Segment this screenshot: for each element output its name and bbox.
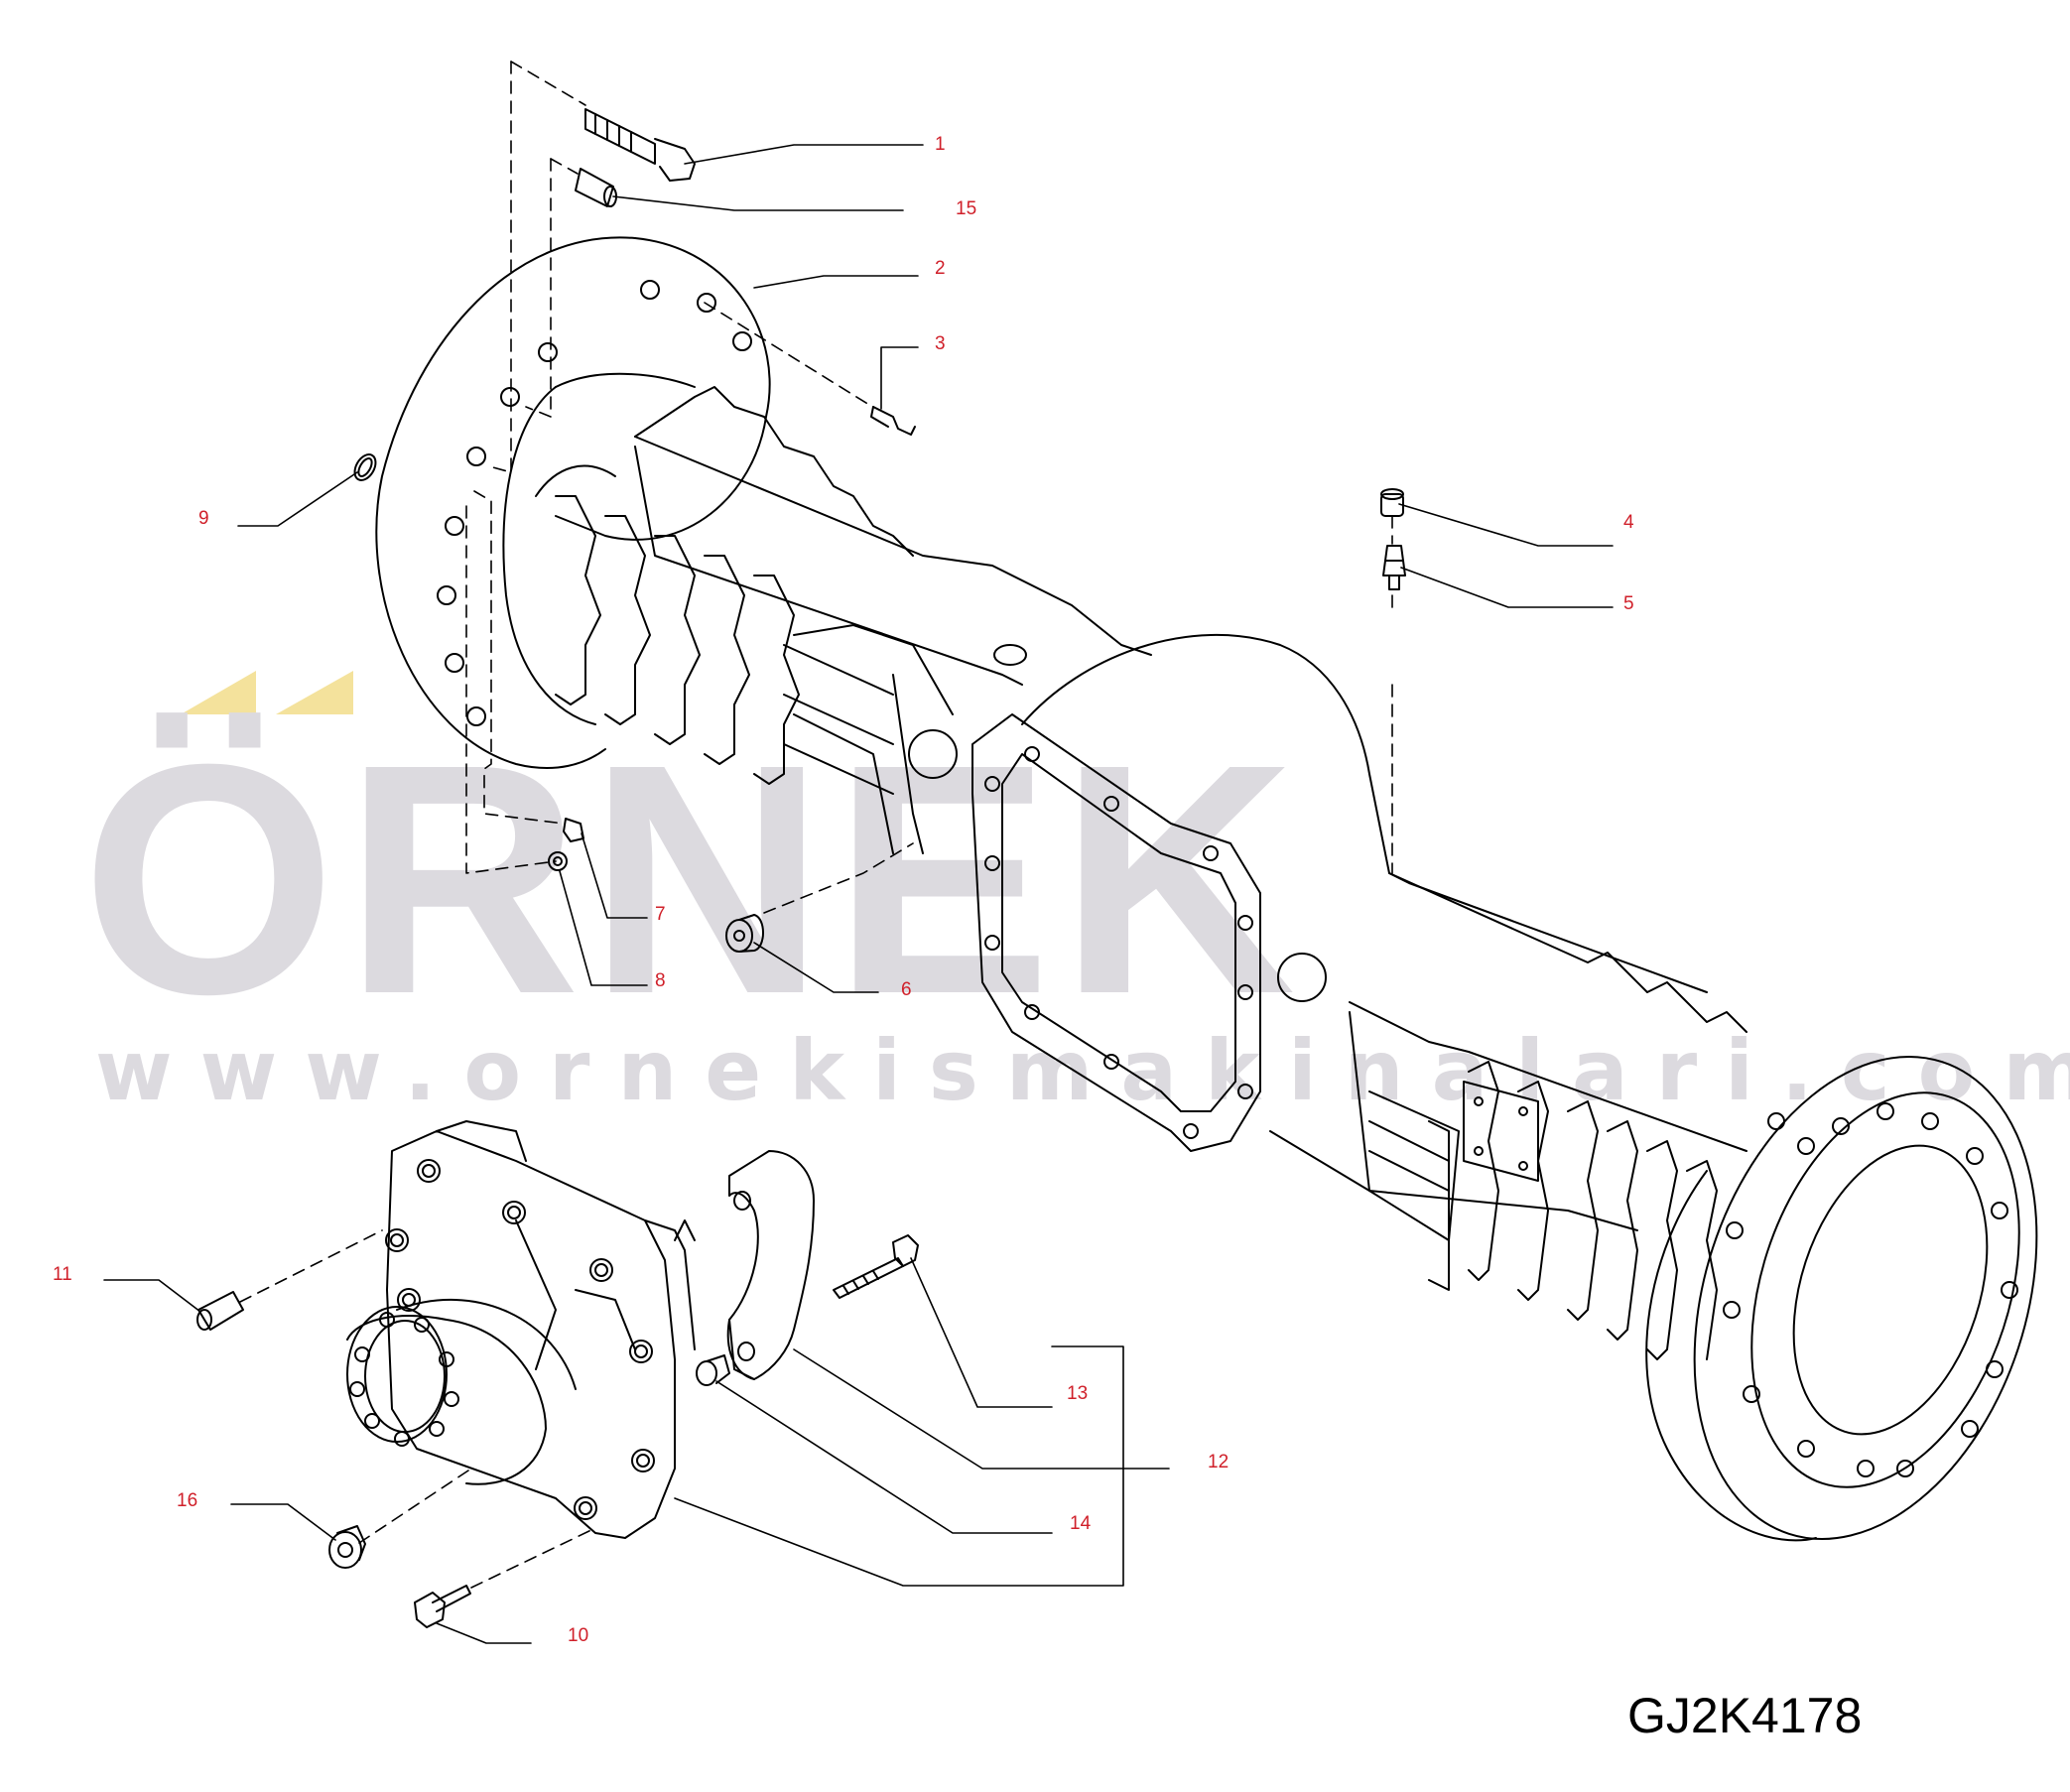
leader-line-3 [880, 346, 919, 410]
leader-line-10 [436, 1622, 532, 1644]
fitting-8 [548, 851, 568, 871]
bearing-cap [726, 1150, 815, 1380]
leader-line-4 [1398, 503, 1614, 547]
plug-4 [1380, 488, 1404, 517]
right-axle-tube [1349, 872, 1747, 1360]
o-ring-9 [353, 453, 377, 481]
callout-9: 9 [198, 508, 209, 529]
assembly-lines [239, 61, 1393, 1589]
watermark-accent-right [276, 671, 353, 714]
callout-2: 2 [935, 258, 946, 279]
callout-8: 8 [655, 970, 666, 991]
callout-16: 16 [177, 1490, 197, 1511]
dowel-11 [196, 1291, 244, 1331]
callout-15: 15 [956, 198, 976, 219]
leader-line-14 [715, 1380, 1053, 1534]
leader-line-8 [559, 870, 648, 986]
leader-line-2 [753, 275, 919, 289]
callout-10: 10 [568, 1625, 588, 1646]
leader-line-9 [237, 471, 358, 527]
callout-7: 7 [655, 904, 666, 925]
leader-line-15 [612, 195, 904, 211]
watermark-accent-left [181, 671, 256, 714]
breather-5 [1382, 545, 1406, 590]
bolt-10 [414, 1585, 471, 1628]
dowel-14 [696, 1354, 730, 1386]
callout-6: 6 [901, 979, 912, 1000]
leader-lines [103, 144, 1614, 1644]
callouts: 1 2 3 4 5 6 7 8 9 10 11 12 13 14 15 16 [53, 134, 1634, 1646]
leader-line-7 [581, 832, 648, 919]
right-axle-flange [1645, 1056, 2038, 1542]
left-axle-tube [535, 386, 1152, 854]
leader-line-5 [1400, 567, 1614, 608]
leader-line-6 [753, 942, 879, 993]
callout-3: 3 [935, 333, 946, 354]
callout-5: 5 [1623, 593, 1634, 614]
callout-4: 4 [1623, 512, 1634, 533]
leader-line-12-b [674, 1345, 1124, 1587]
bolt-13 [833, 1234, 919, 1299]
left-axle-flange [375, 236, 771, 770]
plug-16 [328, 1525, 366, 1569]
bolt-1 [584, 108, 696, 182]
callout-12: 12 [1208, 1452, 1229, 1472]
callout-13: 13 [1067, 1383, 1088, 1404]
plug-6 [725, 914, 764, 953]
drawing-code: GJ2K4178 [1627, 1688, 1863, 1743]
watermark: ÖRNEK www.ornekismakinalari.com.tr [81, 671, 2070, 1119]
callout-14: 14 [1070, 1513, 1092, 1534]
callout-1: 1 [935, 134, 946, 155]
dowel-pin-15 [575, 168, 617, 207]
leader-line-1 [684, 144, 924, 165]
callout-11: 11 [53, 1264, 72, 1285]
leader-line-11 [103, 1279, 201, 1313]
leader-line-16 [230, 1503, 336, 1541]
leader-line-12-a [793, 1348, 1170, 1470]
axle-carrier-housing [346, 1120, 696, 1539]
watermark-brand: ÖRNEK [81, 696, 1304, 1062]
differential-housing [971, 633, 1708, 1231]
fitting-7 [563, 818, 584, 842]
watermark-url: www.ornekismakinalari.com.tr [95, 1022, 2070, 1119]
grease-fitting-3 [870, 406, 916, 436]
leader-line-13 [910, 1257, 1053, 1408]
